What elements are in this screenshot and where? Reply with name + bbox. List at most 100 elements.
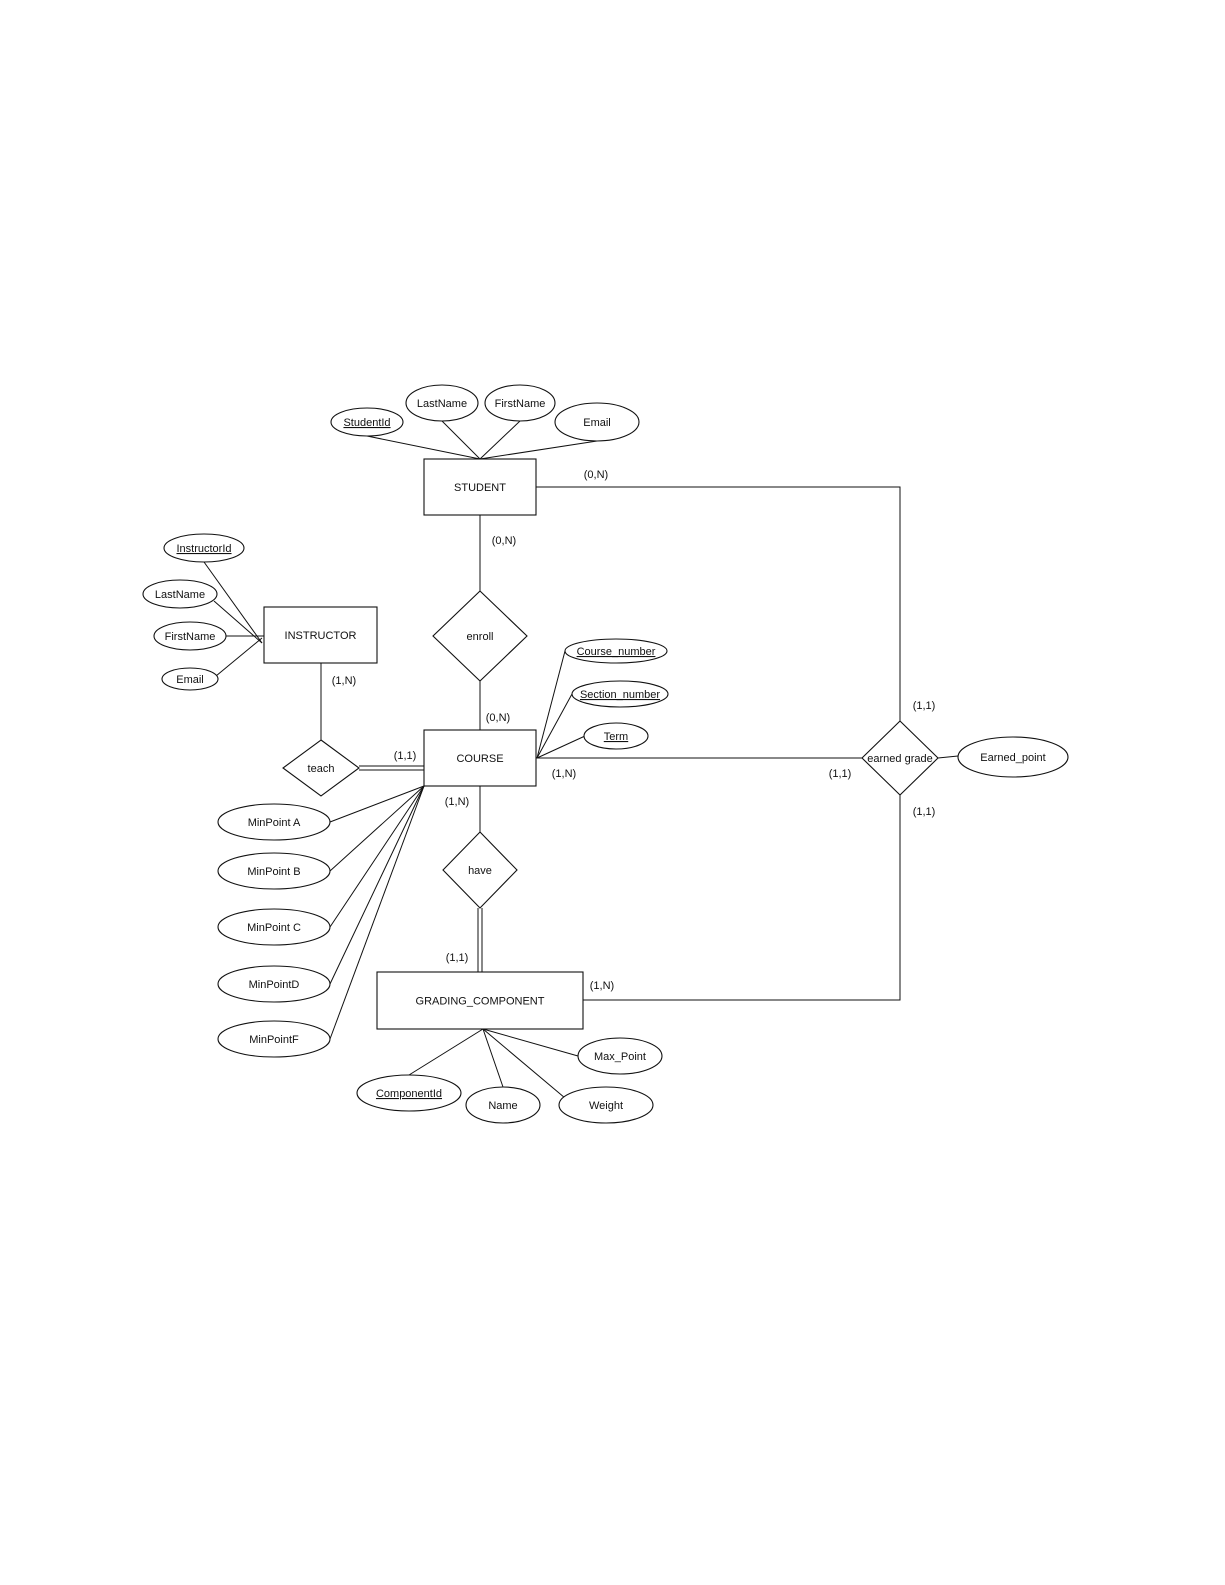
cardinality-component-earned: (1,N) (590, 980, 614, 992)
attribute-ellipse (153, 621, 227, 651)
attribute-ellipse (564, 638, 668, 664)
connector-line (937, 755, 959, 759)
attribute-course-number[interactable]: Course_number (564, 638, 668, 664)
entity-student[interactable]: STUDENT (423, 458, 537, 516)
attribute-ellipse (583, 722, 649, 750)
entity-box (423, 458, 537, 516)
attribute-ellipse (571, 680, 669, 708)
cardinality-earned-component: (1,1) (913, 806, 936, 818)
attribute-ellipse (356, 1074, 462, 1112)
relationship-earned-grade[interactable]: earned grade (861, 720, 939, 796)
connector-line (329, 785, 425, 1040)
attribute-student-firstname[interactable]: FirstName (484, 384, 556, 422)
attribute-label: MinPointF (249, 1034, 299, 1046)
connector-line (408, 1028, 484, 1076)
attribute-label: FirstName (495, 398, 546, 410)
attribute-minpoint-d[interactable]: MinPointD (217, 965, 331, 1003)
relationship-enroll[interactable]: enroll (432, 590, 528, 682)
attribute-component-weight[interactable]: Weight (558, 1086, 654, 1124)
connector-line (441, 420, 481, 460)
key-attribute-label: Term (604, 731, 628, 743)
entity-box (263, 606, 378, 664)
connector-line (536, 693, 573, 759)
relationship-label: enroll (467, 631, 494, 643)
attribute-label: Weight (589, 1100, 623, 1112)
attribute-ellipse (217, 1020, 331, 1058)
attribute-instructor-lastname[interactable]: LastName (142, 579, 218, 609)
relationship-line (583, 795, 901, 1001)
attribute-label: FirstName (165, 631, 216, 643)
attribute-instructor-id[interactable]: InstructorId (163, 533, 245, 563)
attribute-label: MinPoint B (247, 866, 300, 878)
entity-course[interactable]: COURSE (423, 729, 537, 787)
cardinality-student-enroll: (0,N) (492, 535, 516, 547)
key-attribute-label: InstructorId (176, 543, 231, 555)
entity-instructor[interactable]: INSTRUCTOR (263, 606, 378, 664)
connector-line (482, 1028, 566, 1099)
relationship-diamond (442, 831, 518, 909)
attribute-minpoint-b[interactable]: MinPoint B (217, 852, 331, 890)
relationship-have[interactable]: have (442, 831, 518, 909)
attribute-ellipse (217, 908, 331, 946)
relationship-diamond (432, 590, 528, 682)
connector-line (479, 420, 521, 460)
entity-label: GRADING_COMPONENT (416, 996, 545, 1008)
cardinality-course-teach: (1,1) (394, 750, 417, 762)
relationship-label: earned grade (867, 753, 932, 765)
cardinality-student-earned: (0,N) (584, 469, 608, 481)
connector-line (329, 785, 425, 872)
attribute-ellipse (161, 667, 219, 691)
attribute-ellipse (577, 1037, 663, 1075)
attribute-ellipse (558, 1086, 654, 1124)
attribute-minpoint-c[interactable]: MinPoint C (217, 908, 331, 946)
relationship-label: have (468, 865, 492, 877)
attribute-instructor-firstname[interactable]: FirstName (153, 621, 227, 651)
cardinality-course-have: (1,N) (445, 796, 469, 808)
key-attribute-label: Section_number (580, 689, 660, 701)
attribute-label: MinPoint A (248, 817, 301, 829)
connector-line (366, 435, 481, 460)
entity-label: STUDENT (454, 482, 506, 494)
connector-line (215, 637, 263, 677)
attribute-label: MinPointD (249, 979, 300, 991)
cardinality-instructor-teach: (1,N) (332, 675, 356, 687)
attribute-label: Max_Point (594, 1051, 646, 1063)
attribute-section-number[interactable]: Section_number (571, 680, 669, 708)
attribute-label: LastName (155, 589, 205, 601)
cardinality-course-enroll: (0,N) (486, 712, 510, 724)
attribute-ellipse (217, 852, 331, 890)
attribute-minpoint-f[interactable]: MinPointF (217, 1020, 331, 1058)
attribute-earned-point[interactable]: Earned_point (957, 736, 1069, 778)
attribute-ellipse (217, 803, 331, 841)
attribute-ellipse (142, 579, 218, 609)
attribute-student-id[interactable]: StudentId (330, 407, 404, 437)
attribute-ellipse (484, 384, 556, 422)
attribute-term[interactable]: Term (583, 722, 649, 750)
connector-line (479, 440, 598, 460)
attribute-ellipse (957, 736, 1069, 778)
key-attribute-label: ComponentId (376, 1088, 442, 1100)
relationship-label: teach (308, 763, 335, 775)
attribute-minpoint-a[interactable]: MinPoint A (217, 803, 331, 841)
connector-line (536, 735, 586, 759)
attribute-ellipse (465, 1086, 541, 1124)
relationship-diamond (282, 739, 360, 797)
attribute-student-email[interactable]: Email (554, 402, 640, 442)
relationship-teach[interactable]: teach (282, 739, 360, 797)
entity-grading-component[interactable]: GRADING_COMPONENT (376, 971, 584, 1030)
attribute-ellipse (217, 965, 331, 1003)
attribute-student-lastname[interactable]: LastName (405, 384, 479, 422)
connector-line (482, 1028, 504, 1088)
relationship-line (536, 486, 901, 721)
attribute-component-max-point[interactable]: Max_Point (577, 1037, 663, 1075)
attribute-component-name[interactable]: Name (465, 1086, 541, 1124)
connector-line (329, 785, 425, 823)
attribute-label: MinPoint C (247, 922, 301, 934)
attribute-component-id[interactable]: ComponentId (356, 1074, 462, 1112)
cardinality-course-earned: (1,N) (552, 768, 576, 780)
key-attribute-label: StudentId (343, 417, 390, 429)
cardinality-earned-student: (1,1) (913, 700, 936, 712)
attribute-instructor-email[interactable]: Email (161, 667, 219, 691)
entity-box (423, 729, 537, 787)
